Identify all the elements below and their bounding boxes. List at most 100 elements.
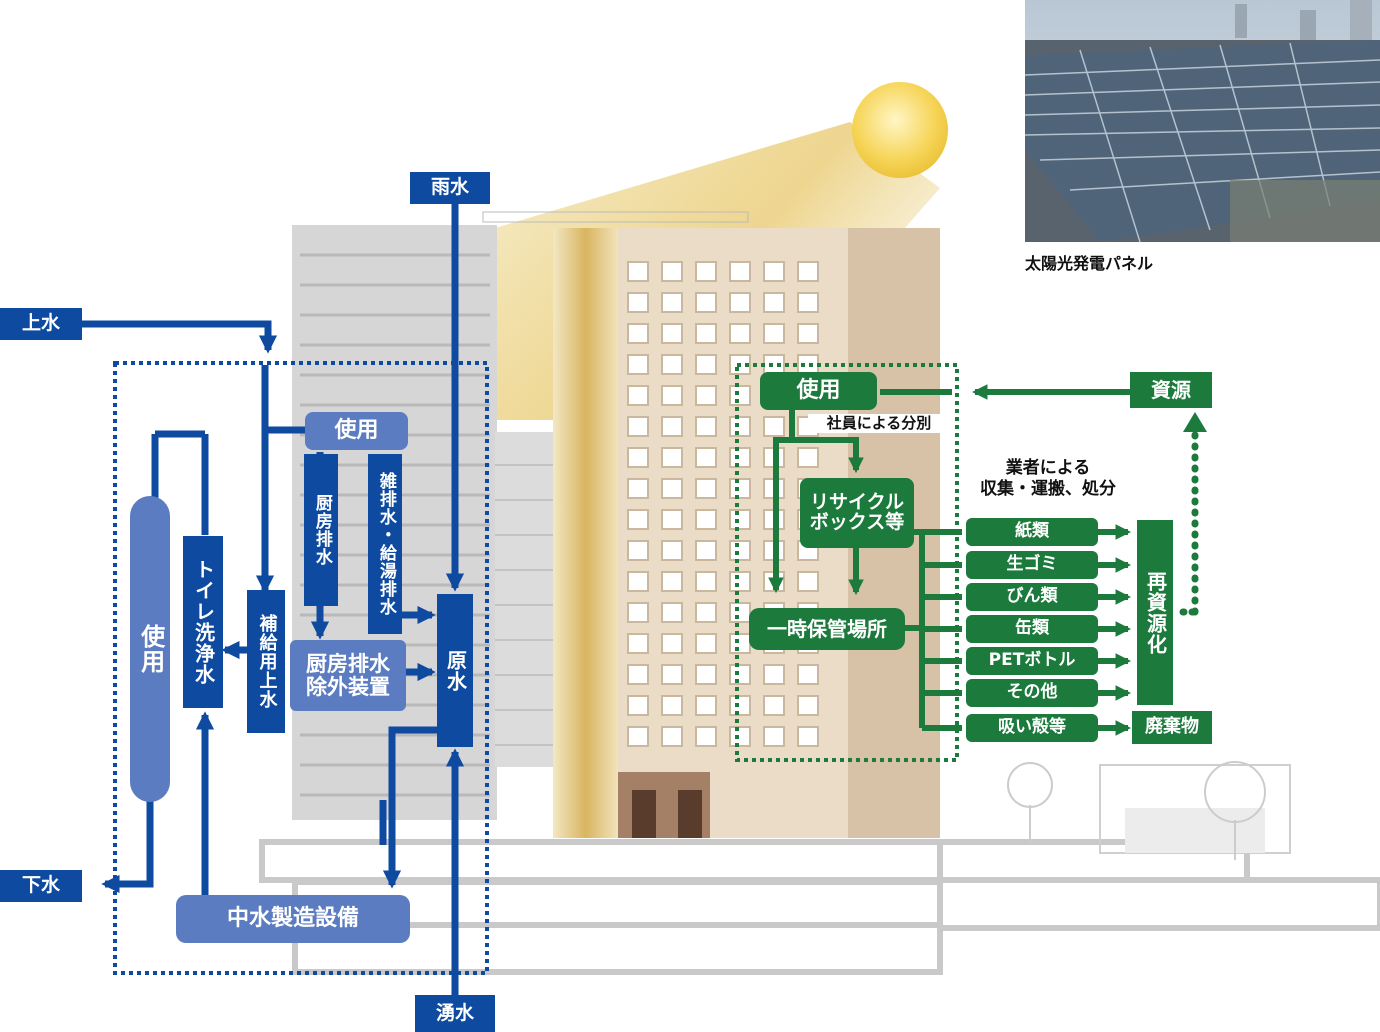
tower-window	[695, 323, 717, 344]
tower-window	[661, 571, 683, 592]
tower-window	[661, 385, 683, 406]
tower-window	[661, 633, 683, 654]
tower-window	[729, 478, 751, 499]
tower-window	[729, 416, 751, 437]
tower-window	[797, 323, 819, 344]
waste-use-box: 使用	[760, 372, 877, 410]
contractor-line1: 業者による	[1005, 458, 1091, 478]
tower-window	[695, 385, 717, 406]
tower-window	[763, 261, 785, 282]
tower-window	[627, 416, 649, 437]
tower-window	[661, 664, 683, 685]
waste-boundary	[735, 363, 959, 762]
misc-drain-box: 雑排水・給湯排水	[368, 454, 402, 634]
tower-window	[763, 664, 785, 685]
tower-window	[627, 385, 649, 406]
use-top-box: 使用	[305, 412, 408, 450]
tower-window	[661, 540, 683, 561]
tower-window	[627, 292, 649, 313]
tower-window	[695, 478, 717, 499]
roof-truss	[482, 211, 749, 223]
recycling-box: 再資源化	[1137, 520, 1173, 705]
tower-window	[729, 571, 751, 592]
tower-window	[661, 695, 683, 716]
contractor-label: 業者による 収集・運搬、処分	[958, 458, 1138, 501]
tower-window	[695, 416, 717, 437]
tower-window	[627, 261, 649, 282]
tower-window	[797, 695, 819, 716]
photo-caption: 太陽光発電パネル	[1025, 254, 1154, 273]
tower-window	[763, 695, 785, 716]
tower-window	[695, 726, 717, 747]
tower-window	[729, 633, 751, 654]
tower-window	[729, 509, 751, 530]
sewage-label: 下水	[0, 870, 82, 902]
greywater-plant-box: 中水製造設備	[176, 895, 410, 943]
atrium	[553, 228, 618, 838]
tower-window	[729, 726, 751, 747]
tower-window	[695, 447, 717, 468]
tower-window	[797, 664, 819, 685]
tower-window	[627, 323, 649, 344]
tower-window	[695, 571, 717, 592]
tower-window	[627, 633, 649, 654]
tap-water-label: 上水	[0, 308, 82, 340]
recycle-box-line1: リサイクル	[809, 491, 905, 514]
tower-window	[661, 726, 683, 747]
disposal-box: 廃棄物	[1132, 711, 1212, 744]
tower-window	[729, 447, 751, 468]
lower-wing	[495, 432, 553, 767]
tower-window	[695, 509, 717, 530]
tower-window	[729, 323, 751, 344]
tower-window	[695, 292, 717, 313]
water-boundary	[113, 361, 489, 975]
tower-window	[729, 540, 751, 561]
tower-window	[627, 509, 649, 530]
tower-window	[797, 726, 819, 747]
contractor-line2: 収集・運搬、処分	[980, 479, 1116, 500]
tower-window	[763, 416, 785, 437]
tower-window	[763, 292, 785, 313]
rain-label: 雨水	[410, 172, 490, 204]
tower-window	[661, 447, 683, 468]
tower-window	[627, 447, 649, 468]
tower-window	[627, 540, 649, 561]
tower-window	[729, 292, 751, 313]
tower-window	[661, 509, 683, 530]
category-paper: 紙類	[966, 518, 1098, 546]
spring-water-label: 湧水	[415, 995, 495, 1032]
solar-panel-photo	[1024, 0, 1380, 243]
use-left-box: 使用	[130, 496, 170, 802]
tower-window	[627, 478, 649, 499]
tower-window	[661, 354, 683, 375]
entrance-door-left	[632, 790, 656, 838]
lower-wing-floors	[495, 464, 553, 746]
sun-icon	[852, 82, 948, 178]
recycle-box: リサイクル ボックス等	[800, 478, 914, 548]
tower-window	[729, 385, 751, 406]
tower-window	[627, 354, 649, 375]
tower-window	[797, 292, 819, 313]
tower-window	[661, 478, 683, 499]
tower-window	[661, 261, 683, 282]
resource-box: 資源	[1130, 372, 1212, 408]
tower-window	[729, 695, 751, 716]
grease-trap-line2: 除外装置	[306, 674, 390, 699]
basement	[259, 839, 1380, 975]
category-pet-bottles: PETボトル	[966, 647, 1098, 675]
toilet-flush-box: トイレ洗浄水	[183, 536, 223, 708]
supplement-water-box: 補給用上水	[247, 590, 285, 733]
tower-window	[627, 602, 649, 623]
tower-window	[627, 726, 649, 747]
right-low-building-2	[1125, 808, 1265, 853]
tower-window	[695, 695, 717, 716]
temp-storage-box: 一時保管場所	[749, 608, 905, 650]
category-other: その他	[966, 679, 1098, 707]
tower-window	[695, 540, 717, 561]
recycle-up-arrow	[1183, 412, 1207, 432]
grease-trap-box: 厨房排水 除外装置	[290, 640, 406, 711]
recycle-box-line2: ボックス等	[809, 511, 905, 533]
tower-window	[627, 695, 649, 716]
kitchen-drain-box: 厨房排水	[304, 454, 338, 606]
tower-window	[797, 261, 819, 282]
